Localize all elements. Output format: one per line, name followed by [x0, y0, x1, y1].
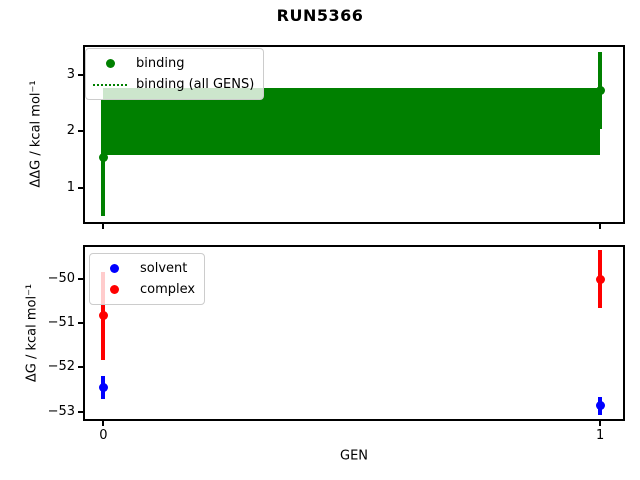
- data-point-marker: [98, 383, 108, 393]
- x-tick: [102, 224, 105, 229]
- legend-entry-complex: complex: [97, 279, 195, 300]
- y-tick-label: −50: [47, 270, 75, 286]
- band-center-dotted-line: [103, 120, 601, 123]
- y-tick-label: 1: [66, 179, 75, 195]
- legend-entry-solvent: solvent: [97, 258, 195, 279]
- x-tick-label: 0: [99, 428, 108, 443]
- legend-entry-binding: binding: [93, 53, 254, 74]
- y-tick: [78, 186, 83, 189]
- legend-top: binding binding (all GENS): [85, 48, 265, 100]
- legend-swatch: [93, 59, 127, 68]
- legend-bottom: solvent complex: [89, 253, 206, 305]
- data-point-marker: [595, 401, 605, 411]
- x-tick-label: 1: [596, 428, 605, 443]
- data-point-marker: [595, 274, 605, 284]
- solvent-marker-icon: [109, 264, 119, 273]
- complex-marker-icon: [109, 285, 119, 294]
- legend-swatch: [97, 285, 131, 294]
- y-tick-label: 2: [66, 123, 75, 139]
- data-point-marker: [98, 311, 108, 321]
- y-tick-label: 3: [66, 66, 75, 82]
- x-tick: [599, 421, 602, 426]
- data-point-marker: [98, 153, 108, 163]
- legend-label-binding: binding: [136, 56, 185, 71]
- y-tick-label: −52: [47, 359, 75, 375]
- legend-swatch: [97, 264, 131, 273]
- data-point-marker: [595, 85, 605, 95]
- x-tick: [599, 224, 602, 229]
- y-tick: [78, 322, 83, 325]
- bottom-plot-axes: solvent complex −50 −51 −52 −53 0 1: [48, 245, 625, 443]
- y-tick-label: −53: [47, 403, 75, 419]
- y-tick: [78, 130, 83, 133]
- y-tick: [78, 366, 83, 369]
- legend-label-complex: complex: [140, 282, 196, 297]
- x-axis-label: GEN: [339, 448, 369, 464]
- y-tick: [78, 277, 83, 280]
- legend-label-solvent: solvent: [140, 261, 188, 276]
- legend-entry-binding-all-gens: binding (all GENS): [93, 74, 254, 95]
- legend-swatch: [93, 83, 127, 86]
- y-tick: [78, 73, 83, 76]
- y-tick-label: −51: [47, 315, 75, 331]
- legend-label-binding-all-gens: binding (all GENS): [136, 77, 255, 92]
- y-tick: [78, 410, 83, 413]
- top-plot-axes: binding binding (all GENS) 1 2 3: [67, 45, 625, 229]
- x-tick: [102, 421, 105, 426]
- figure-title: RUN5366: [276, 6, 364, 25]
- binding-all-gens-dotted-line-icon: [93, 83, 127, 86]
- binding-marker-icon: [105, 59, 115, 68]
